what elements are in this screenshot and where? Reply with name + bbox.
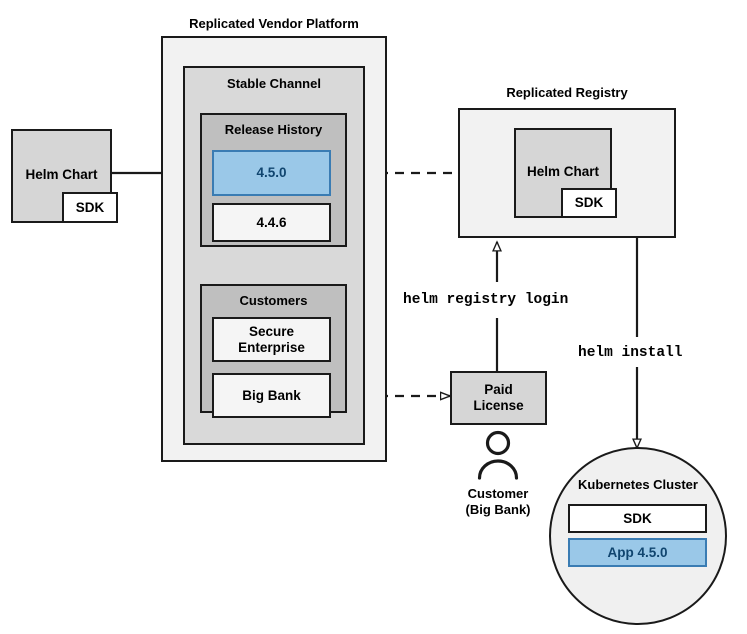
customers-label: Customers bbox=[239, 293, 308, 308]
paid-license-box: Paid License bbox=[450, 371, 547, 425]
source-helm-chart-label: Helm Chart bbox=[25, 167, 98, 182]
release-version-450[interactable]: 4.5.0 bbox=[212, 150, 331, 196]
registry-sdk-box: SDK bbox=[561, 188, 617, 218]
kubernetes-cluster-label: Kubernetes Cluster bbox=[578, 477, 698, 492]
customer-big-bank-label: Big Bank bbox=[242, 387, 301, 403]
source-sdk-box: SDK bbox=[62, 192, 118, 223]
release-history-label: Release History bbox=[224, 122, 323, 137]
customer-actor-line1: Customer bbox=[467, 486, 529, 501]
release-version-450-label: 4.5.0 bbox=[256, 165, 287, 181]
customer-secure-enterprise[interactable]: Secure Enterprise bbox=[212, 317, 331, 362]
release-version-446[interactable]: 4.4.6 bbox=[212, 203, 331, 242]
registry-title: Replicated Registry bbox=[506, 85, 628, 100]
registry-helm-chart-label: Helm Chart bbox=[526, 164, 599, 179]
person-icon bbox=[477, 430, 519, 480]
cluster-component-sdk: SDK bbox=[568, 504, 707, 533]
kubernetes-cluster-circle bbox=[549, 447, 727, 625]
paid-license-label: Paid License bbox=[473, 382, 524, 413]
cmd-helm-install: helm install bbox=[578, 345, 683, 361]
stable-channel-label: Stable Channel bbox=[227, 76, 321, 91]
vendor-platform-title: Replicated Vendor Platform bbox=[189, 16, 359, 31]
cluster-component-app-label: App 4.5.0 bbox=[607, 544, 668, 560]
customer-actor-caption: Customer (Big Bank) bbox=[436, 486, 560, 519]
release-version-446-label: 4.4.6 bbox=[256, 214, 287, 230]
cmd-helm-registry-login: helm registry login bbox=[403, 292, 569, 308]
customer-big-bank[interactable]: Big Bank bbox=[212, 373, 331, 418]
customer-secure-enterprise-label: Secure Enterprise bbox=[238, 323, 305, 355]
registry-sdk-label: SDK bbox=[574, 195, 604, 211]
source-sdk-label: SDK bbox=[75, 199, 105, 215]
cluster-component-app: App 4.5.0 bbox=[568, 538, 707, 567]
customer-actor-line2: (Big Bank) bbox=[465, 502, 531, 518]
cluster-component-sdk-label: SDK bbox=[623, 510, 652, 526]
